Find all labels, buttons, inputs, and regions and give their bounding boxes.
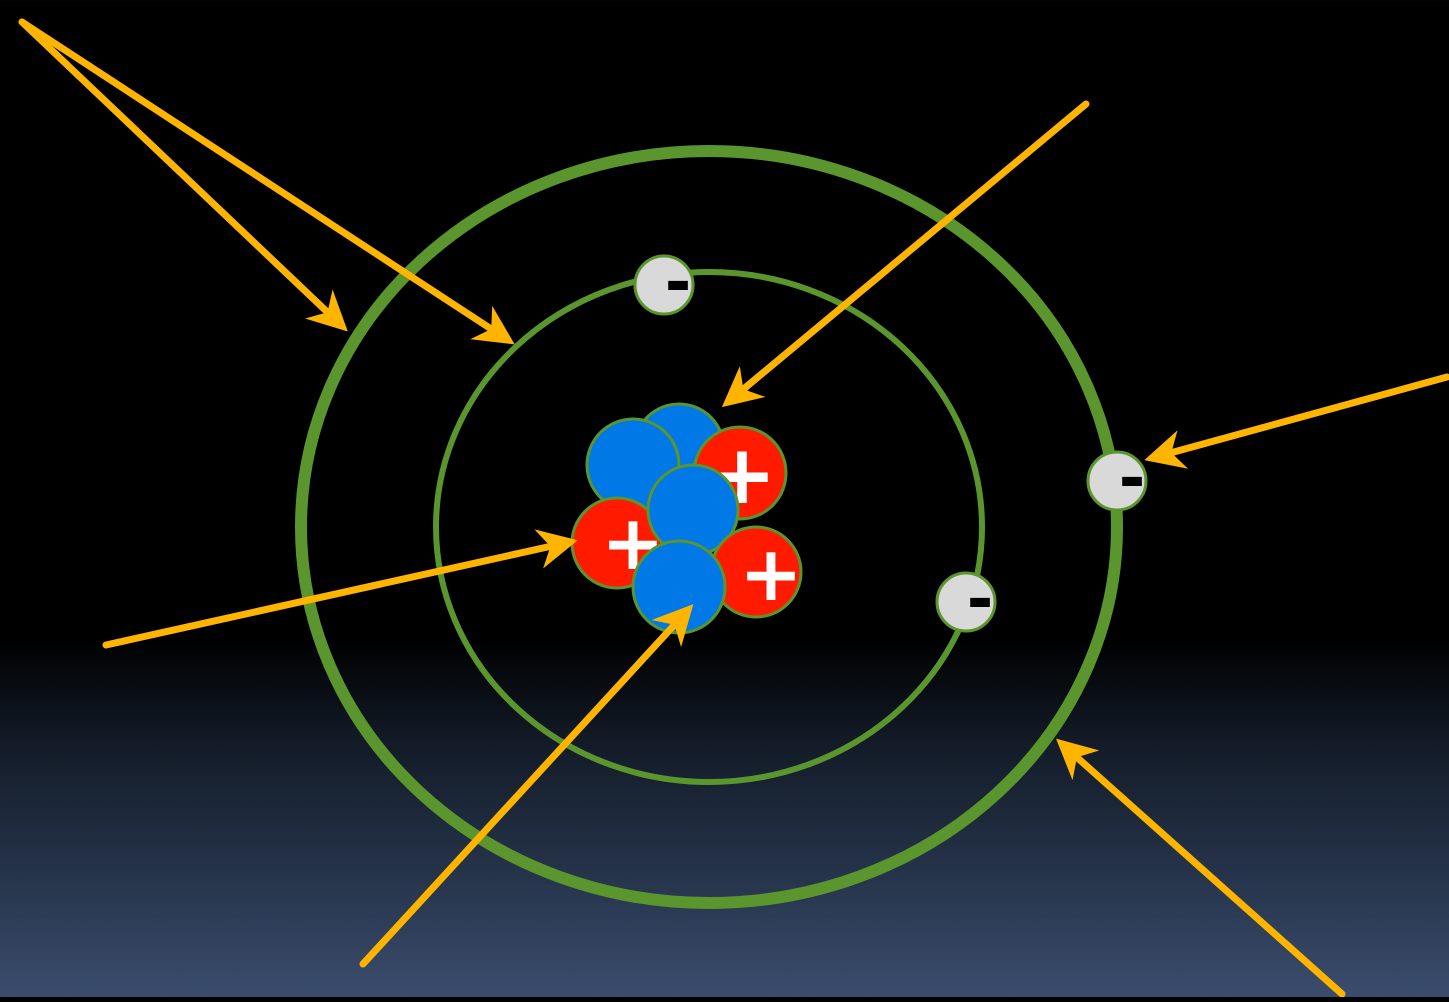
electron-sign: - [1119, 442, 1146, 516]
nucleus: + + + [572, 404, 803, 633]
arrow-to-outer-orbit [22, 22, 342, 326]
electron-sign: - [665, 246, 692, 320]
proton-3: + [711, 527, 803, 618]
electron-outer: - [1088, 442, 1146, 516]
electron-sign: - [967, 563, 994, 637]
electron-inner-top: - [635, 246, 693, 320]
arrow-to-inner-orbit [22, 22, 508, 340]
arrow-to-nucleus-top [728, 104, 1086, 402]
proton-sign: + [739, 529, 803, 618]
electron-inner-right: - [937, 563, 995, 637]
arrow-to-proton [106, 542, 570, 645]
arrow-to-outer-electron [1152, 377, 1447, 458]
arrow-to-outer-orbit-bottom [1062, 744, 1342, 994]
